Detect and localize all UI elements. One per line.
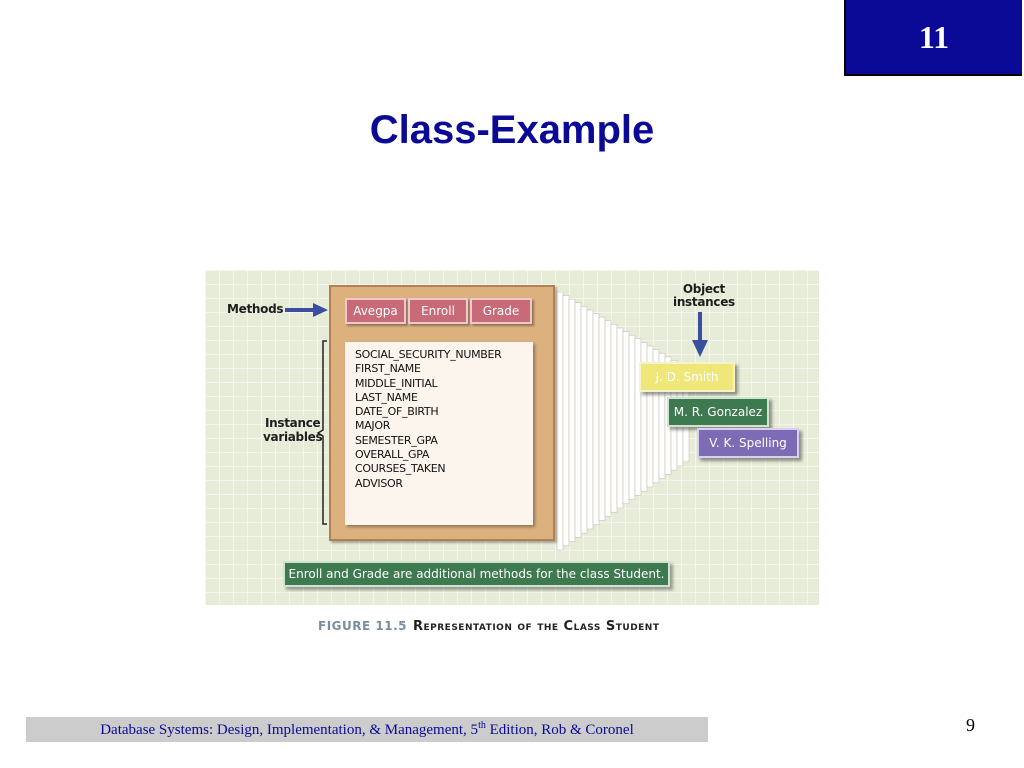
instance-variable: DATE_OF_BIRTH xyxy=(355,405,439,419)
instance-variables-label-line2: variables xyxy=(263,430,323,444)
instance-variable: SEMESTER_GPA xyxy=(355,433,438,447)
object-instance-jd-smith: J. D. Smith xyxy=(639,362,735,392)
object-instance-mr-gonzalez: M. R. Gonzalez xyxy=(667,397,769,427)
methods-label: Methods xyxy=(227,302,284,316)
instance-variable: MIDDLE_INITIAL xyxy=(355,376,438,390)
object-instances-arrow-icon xyxy=(692,312,708,357)
footer-superscript: th xyxy=(478,720,486,731)
chapter-number: 11 xyxy=(918,18,950,55)
footer-bar: Database Systems: Design, Implementation… xyxy=(26,717,708,742)
instance-variable: SOCIAL_SECURITY_NUMBER xyxy=(355,348,502,361)
instance-variable: LAST_NAME xyxy=(355,390,418,404)
object-layer xyxy=(592,313,600,526)
method-grade: Grade xyxy=(470,298,532,324)
method-enroll: Enroll xyxy=(408,298,468,324)
chapter-number-box: 11 xyxy=(844,0,1022,76)
object-layer xyxy=(610,324,618,513)
slide-title: Class-Example xyxy=(369,108,655,152)
object-layer xyxy=(562,295,570,547)
object-layer xyxy=(568,298,576,542)
object-layer xyxy=(622,331,630,505)
page-number: 9 xyxy=(966,715,975,735)
footer-text-main: Database Systems: Design, Implementation… xyxy=(100,722,479,738)
instance-variable: COURSES_TAKEN xyxy=(355,462,446,476)
object-layer xyxy=(598,316,606,521)
instance-variable: OVERALL_GPA xyxy=(355,448,430,462)
methods-arrow-icon xyxy=(285,303,328,317)
instance-variables-box: SOCIAL_SECURITY_NUMBER FIRST_NAME MIDDLE… xyxy=(345,342,533,525)
figure-caption-number: FIGURE 11.5 xyxy=(318,619,407,633)
figure-caption-text: Representation of the Class Student xyxy=(412,619,660,634)
class-diagram-figure: Methods Instance variables Object instan… xyxy=(205,270,819,605)
instance-variables-bracket-icon xyxy=(316,340,327,525)
instance-variables-label: Instance variables xyxy=(263,416,323,444)
object-layer xyxy=(580,306,588,534)
instance-variable: MAJOR xyxy=(355,419,391,433)
object-instances-label-line2: instances xyxy=(673,295,735,309)
instance-variables-label-line1: Instance xyxy=(264,416,321,430)
object-layer xyxy=(556,292,564,551)
object-layer xyxy=(604,320,612,517)
instance-variable: FIRST_NAME xyxy=(355,362,421,376)
class-student-panel: Avegpa Enroll Grade SOCIAL_SECURITY_NUMB… xyxy=(329,285,555,541)
object-instance-vk-spelling: V. K. Spelling xyxy=(697,428,799,458)
object-layer xyxy=(628,334,636,500)
method-avegpa: Avegpa xyxy=(345,298,406,324)
object-instances-label: Object instances xyxy=(673,283,735,309)
note-bar: Enroll and Grade are additional methods … xyxy=(283,561,670,587)
object-layer xyxy=(586,309,594,530)
object-layer xyxy=(574,302,582,538)
footer-text-tail: Edition, Rob & Coronel xyxy=(485,722,634,738)
object-instances-label-line1: Object xyxy=(682,282,725,296)
footer-text: Database Systems: Design, Implementation… xyxy=(100,720,634,739)
object-layer xyxy=(616,327,624,509)
figure-caption: FIGURE 11.5 Representation of the Class S… xyxy=(318,619,659,634)
instance-variable: ADVISOR xyxy=(355,476,403,490)
